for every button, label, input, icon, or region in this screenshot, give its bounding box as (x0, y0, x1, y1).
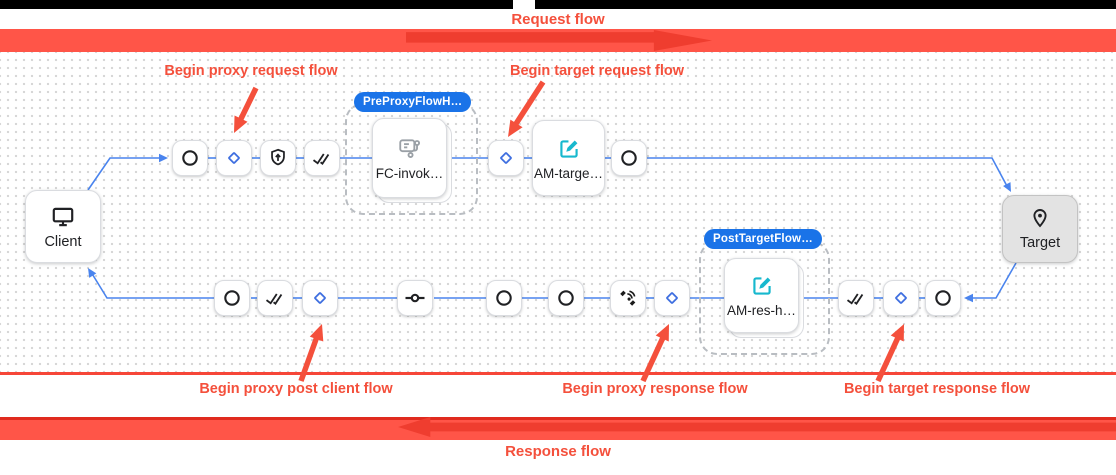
policy-label: AM-res-h… (726, 303, 796, 319)
client-label: Client (44, 233, 82, 250)
circle-icon (621, 150, 637, 166)
response-step-node[interactable] (548, 280, 584, 316)
double-check-icon (846, 293, 864, 305)
top-black-strip-notch (513, 0, 535, 9)
request-preflow-condition-node[interactable] (216, 140, 252, 176)
route-commit-node[interactable] (397, 280, 433, 316)
annotation-begin-target-response-flow: Begin target response flow (843, 381, 1031, 397)
double-check-icon (265, 293, 283, 305)
monitor-icon (50, 204, 76, 230)
commit-icon (405, 293, 425, 303)
pre-proxy-flowhook-badge[interactable]: PreProxyFlowH… (354, 92, 472, 112)
policy-label: AM-targe… (533, 165, 604, 181)
response-flow-label: Response flow (505, 443, 611, 460)
target-response-step-node[interactable] (925, 280, 961, 316)
diamond-icon (500, 152, 512, 164)
request-security-policy-node[interactable] (260, 140, 296, 176)
diamond-icon (895, 292, 907, 304)
shield-icon (271, 148, 285, 166)
proxy-editor-canvas: Client Target (0, 52, 1116, 372)
request-preflow-step-node[interactable] (172, 140, 208, 176)
annotation-begin-proxy-post-client-flow: Begin proxy post client flow (199, 381, 393, 397)
target-endpoint[interactable]: Target (1002, 195, 1078, 263)
circle-icon (224, 290, 240, 306)
response-satellite-policy-node[interactable] (610, 280, 646, 316)
flow-callout-policy-card[interactable]: FC-invok… (372, 118, 447, 198)
circle-icon (558, 290, 574, 306)
top-black-strip (0, 0, 1116, 9)
annotation-begin-target-request-flow: Begin target request flow (509, 63, 685, 79)
target-response-policy-node[interactable] (838, 280, 874, 316)
client-endpoint[interactable]: Client (25, 190, 101, 263)
satellite-icon (620, 290, 636, 306)
response-flow-bar-edge (0, 417, 1116, 420)
target-preflow-condition-node[interactable] (488, 140, 524, 176)
diamond-icon (228, 152, 240, 164)
request-flow-label: Request flow (511, 11, 605, 28)
request-verify-policy-node[interactable] (304, 140, 340, 176)
proxy-response-condition-node[interactable] (654, 280, 690, 316)
target-label: Target (1019, 235, 1061, 252)
annotation-begin-proxy-request-flow: Begin proxy request flow (164, 63, 338, 79)
double-check-icon (312, 153, 330, 165)
response-step-node[interactable] (486, 280, 522, 316)
policy-label: FC-invok… (375, 165, 444, 181)
diamond-icon (314, 292, 326, 304)
proxy-postclientflow-policy-node[interactable] (257, 280, 293, 316)
connector-wires (87, 153, 1017, 303)
circle-icon (935, 290, 951, 306)
annotation-begin-proxy-response-flow: Begin proxy response flow (562, 381, 748, 397)
flow-callout-icon (397, 136, 423, 162)
target-preflow-step-node[interactable] (611, 140, 647, 176)
place-pin-icon (1028, 207, 1052, 231)
circle-icon (496, 290, 512, 306)
proxy-postclientflow-condition-node[interactable] (302, 280, 338, 316)
post-target-flowhook-badge[interactable]: PostTargetFlow… (704, 229, 822, 249)
circle-icon (182, 150, 198, 166)
edit-icon (556, 136, 582, 162)
assign-message-response-policy-card[interactable]: AM-res-h… (724, 258, 799, 333)
proxy-postclientflow-step-node[interactable] (214, 280, 250, 316)
diamond-icon (666, 292, 678, 304)
edit-icon (749, 273, 775, 299)
canvas-bottom-border (0, 372, 1116, 375)
target-response-condition-node[interactable] (883, 280, 919, 316)
assign-message-target-policy-card[interactable]: AM-targe… (532, 120, 605, 196)
